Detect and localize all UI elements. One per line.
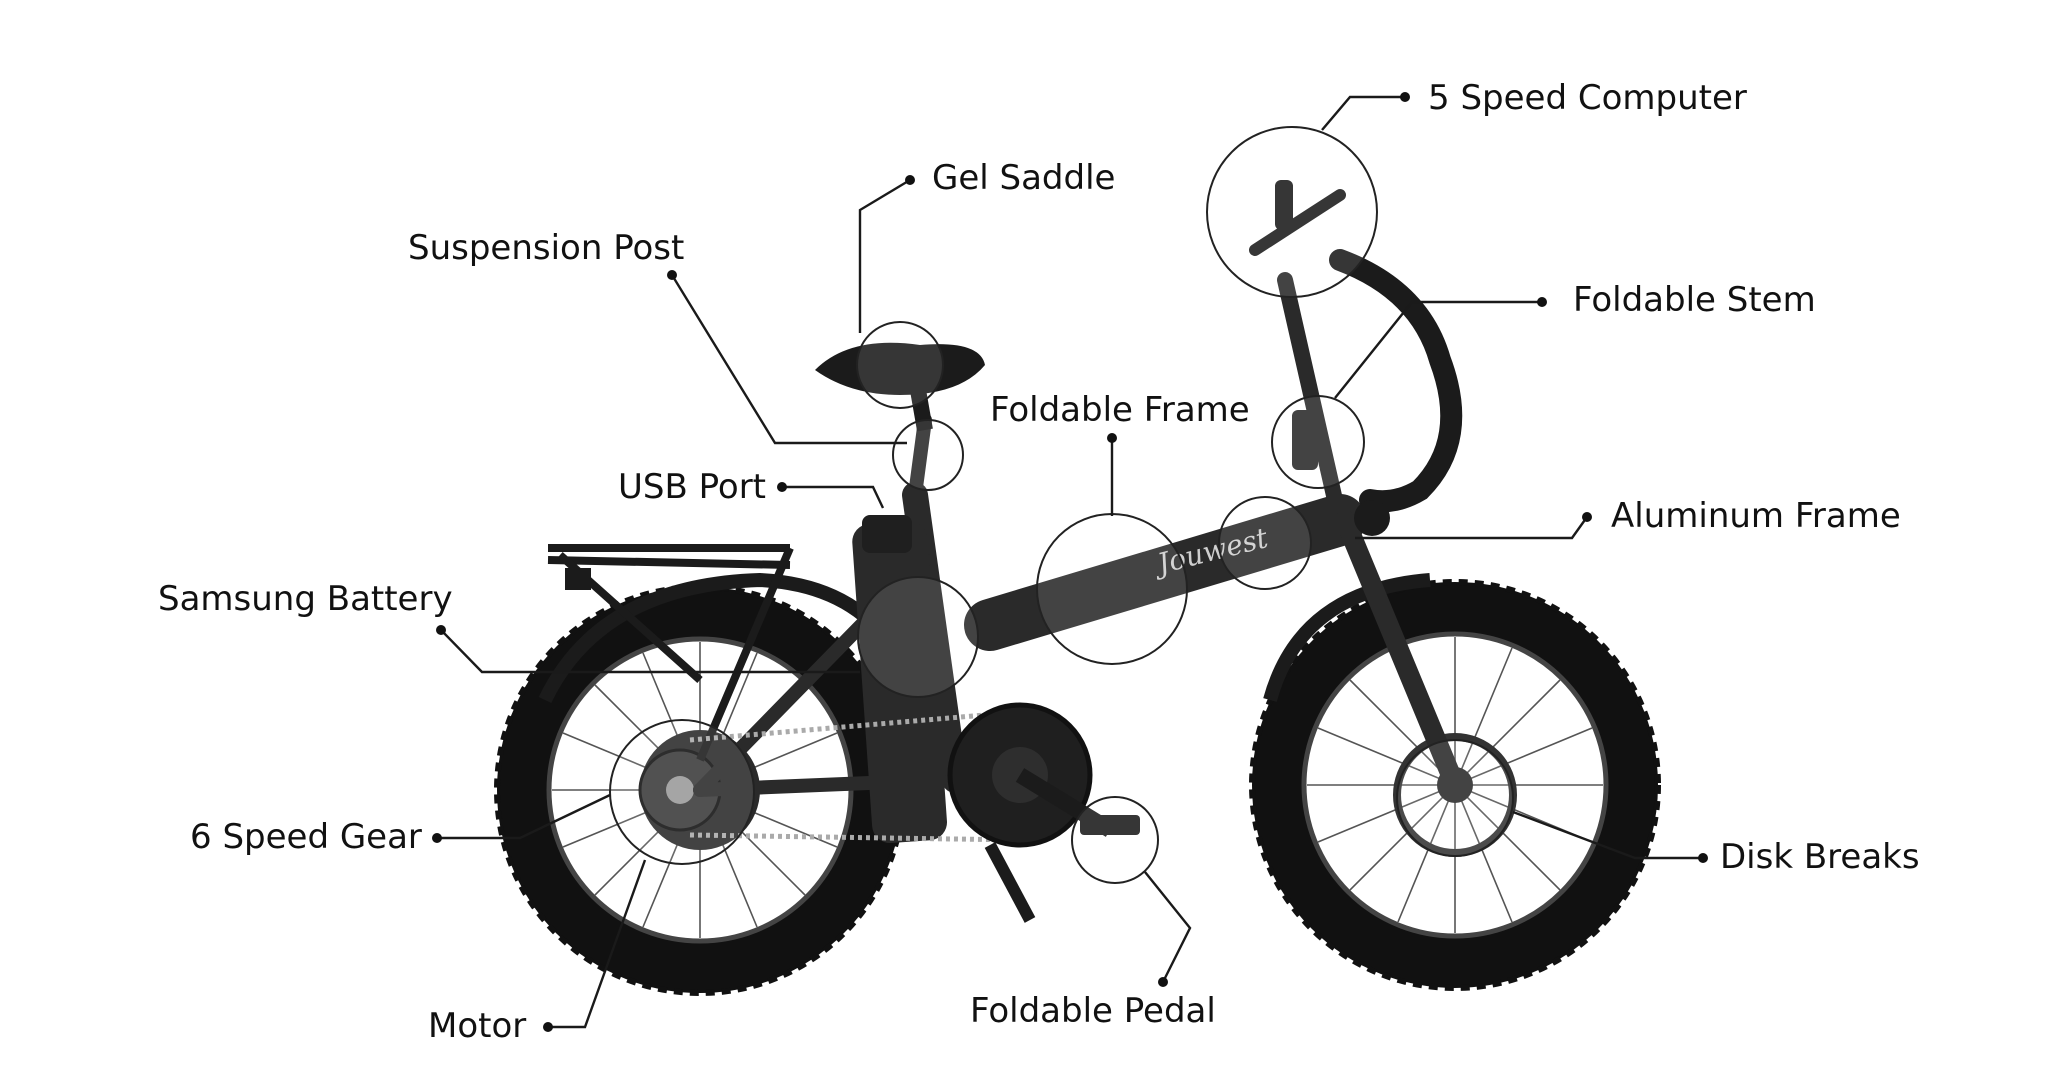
drivetrain <box>689 702 1140 923</box>
disk-highlight <box>1396 739 1514 857</box>
highlight-circles <box>609 126 1514 884</box>
label-motor: Motor <box>428 1006 526 1046</box>
label-5-speed-computer: 5 Speed Computer <box>1428 78 1747 118</box>
labels: 5 Speed Computer Gel Saddle Suspension P… <box>158 78 1920 1046</box>
pedal-highlight <box>1071 796 1159 884</box>
label-samsung-battery: Samsung Battery <box>158 579 453 619</box>
battery-highlight <box>857 576 979 698</box>
saddle-highlight <box>856 321 944 409</box>
stem-highlight <box>1271 395 1365 489</box>
label-6-speed-gear: 6 Speed Gear <box>190 817 422 857</box>
aluminum-highlight <box>1218 496 1312 590</box>
handlebar-grip-cable <box>1329 249 1463 513</box>
battery <box>852 515 947 844</box>
bike-illustration: Jouwest <box>494 180 1661 996</box>
rear-light <box>565 568 591 590</box>
label-usb-port: USB Port <box>618 467 766 507</box>
label-suspension-post: Suspension Post <box>408 228 684 268</box>
label-foldable-pedal: Foldable Pedal <box>970 991 1216 1031</box>
label-aluminum-frame: Aluminum Frame <box>1611 496 1901 536</box>
label-disk-breaks: Disk Breaks <box>1720 837 1920 877</box>
label-foldable-stem: Foldable Stem <box>1573 280 1816 320</box>
gear-highlight <box>609 719 755 865</box>
label-gel-saddle: Gel Saddle <box>932 158 1115 198</box>
frame-fold-highlight <box>1036 513 1188 665</box>
computer-highlight <box>1206 126 1378 298</box>
label-foldable-frame: Foldable Frame <box>990 390 1250 430</box>
suspension-highlight <box>892 419 964 491</box>
leader-lines <box>432 92 1708 1032</box>
headlight <box>1354 500 1390 536</box>
